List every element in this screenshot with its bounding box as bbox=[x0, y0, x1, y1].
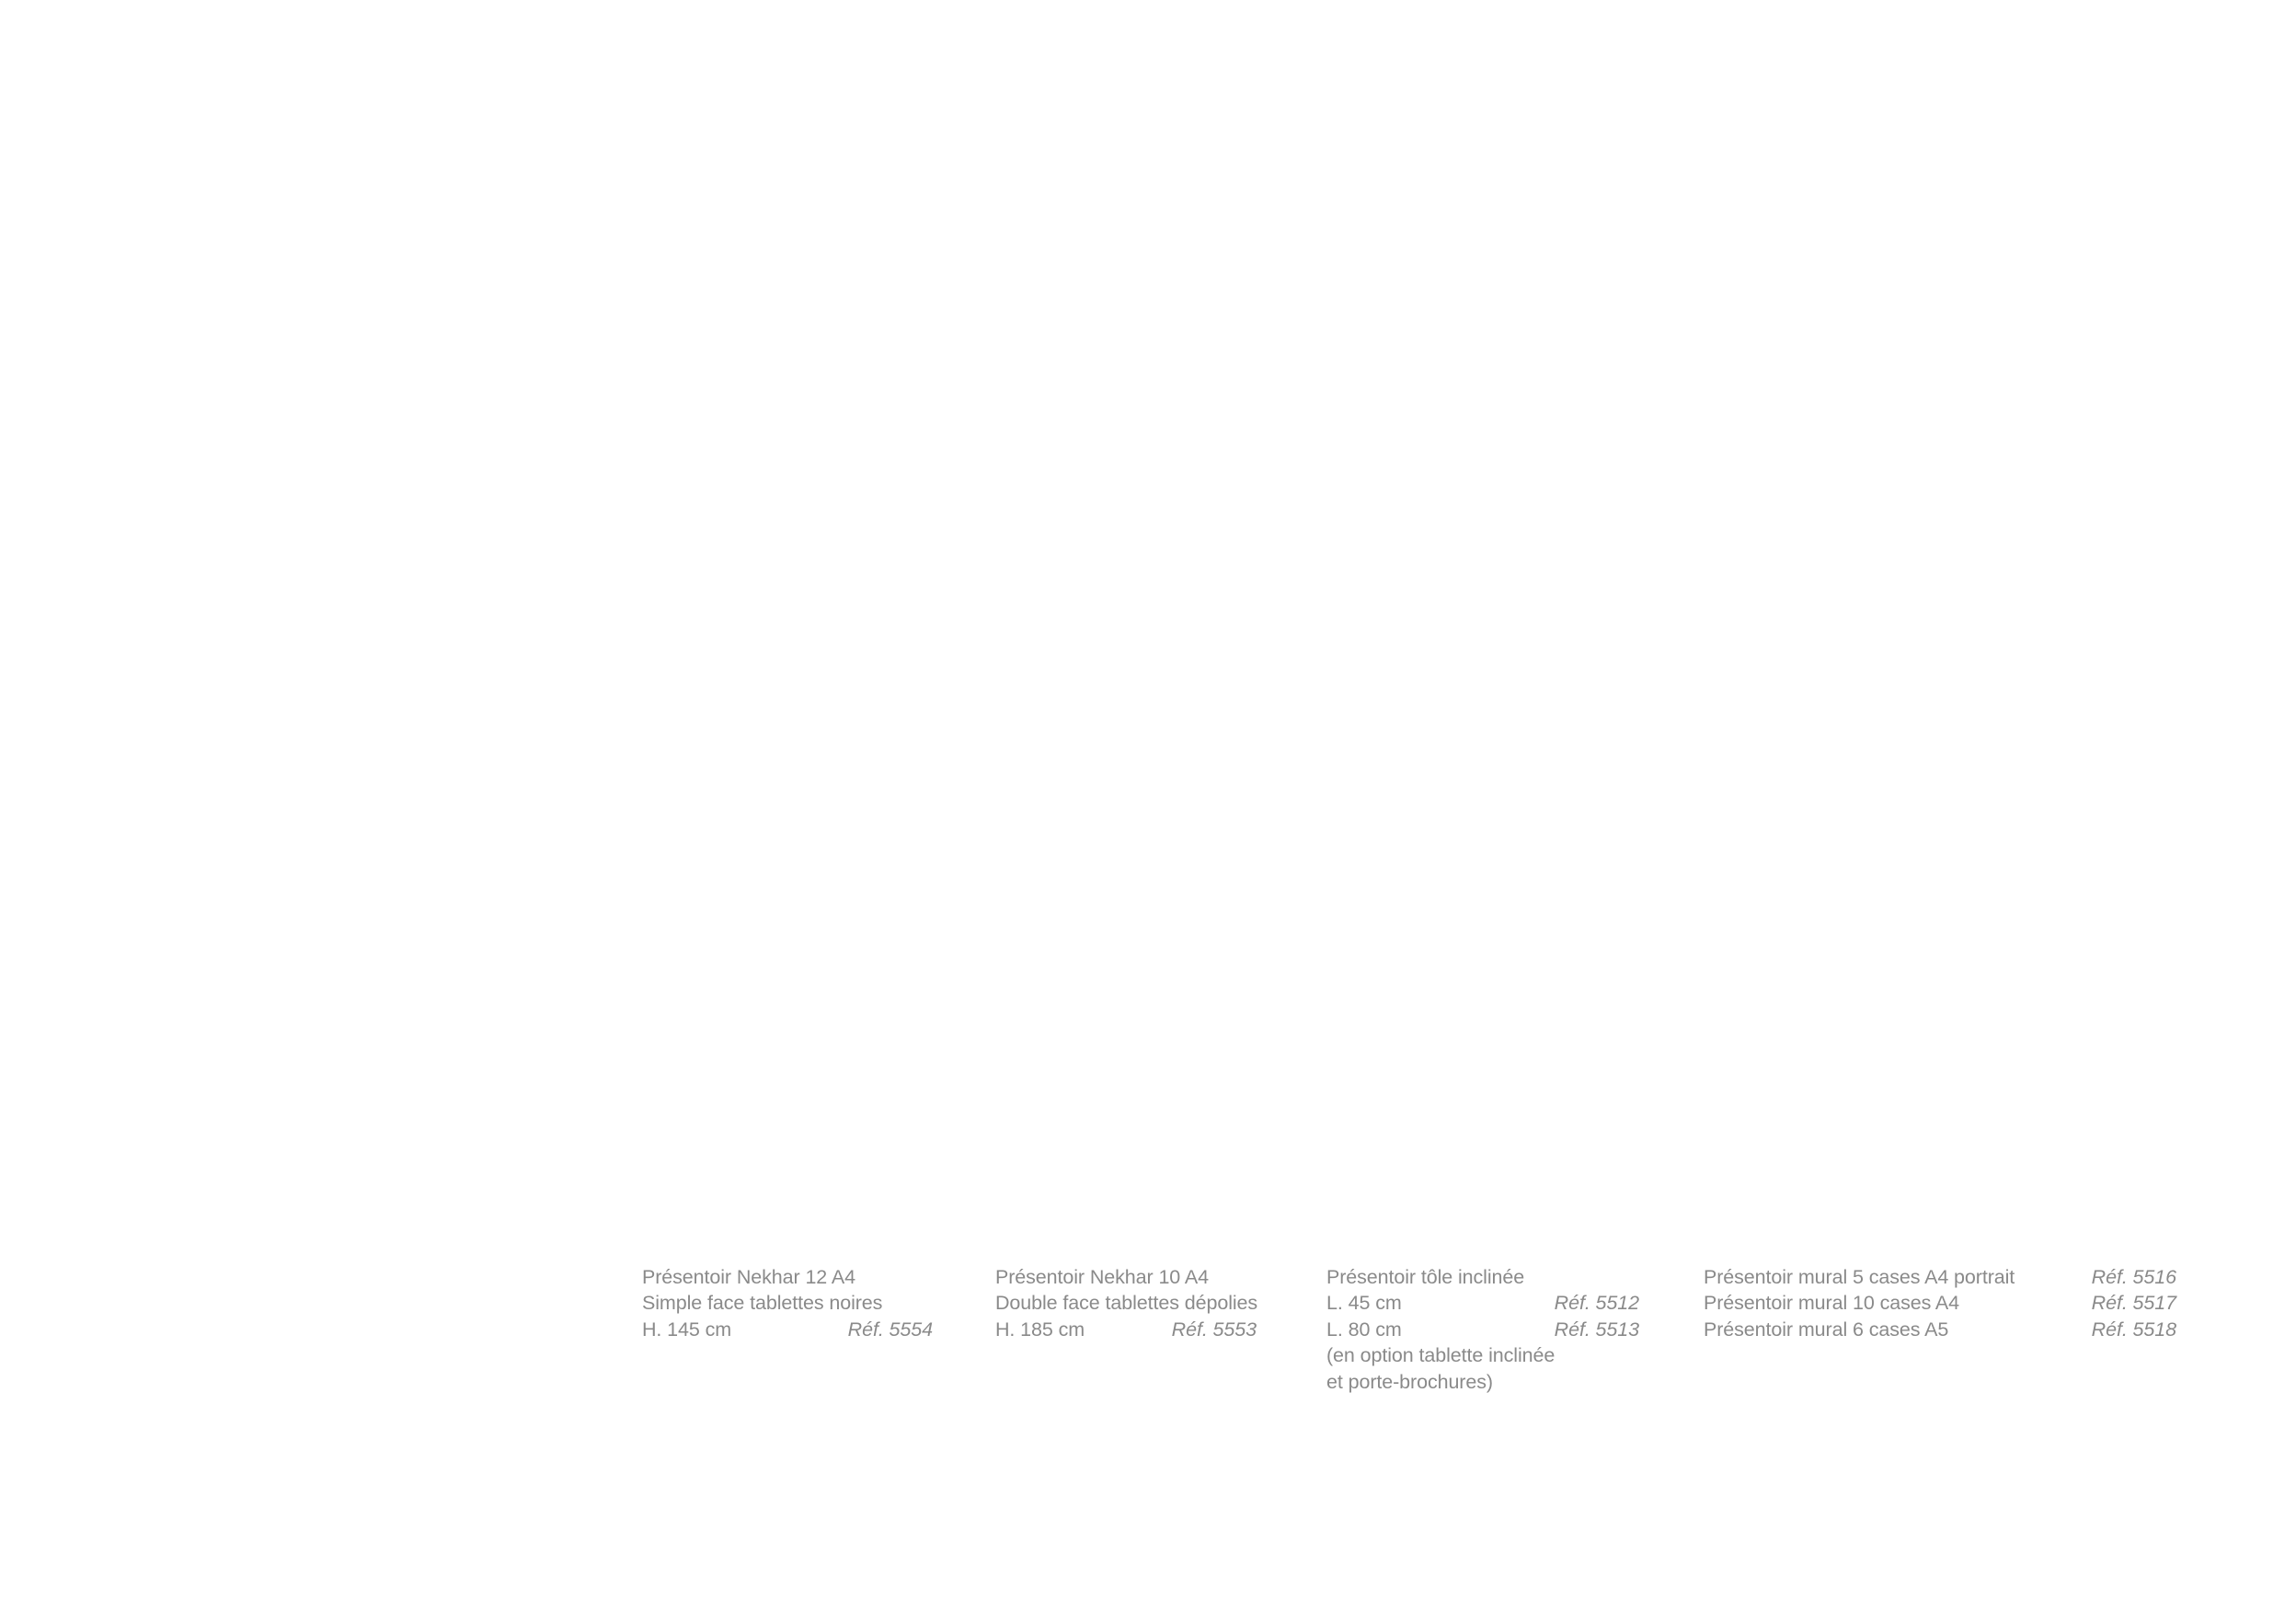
caption-line: Présentoir Nekhar 10 A4 bbox=[995, 1264, 1257, 1290]
caption-line: L. 80 cm Réf. 5513 bbox=[1326, 1317, 1639, 1342]
product-description: Double face tablettes dépolies bbox=[995, 1292, 1258, 1315]
caption-line: Présentoir mural 6 cases A5 Réf. 5518 bbox=[1704, 1317, 2176, 1342]
product-dimension: L. 80 cm bbox=[1326, 1318, 1402, 1341]
product-caption-presentoir-mural: Présentoir mural 5 cases A4 portrait Réf… bbox=[1704, 1264, 2176, 1342]
product-name: Présentoir Nekhar 12 A4 bbox=[642, 1266, 855, 1288]
caption-line: (en option tablette inclinée bbox=[1326, 1342, 1639, 1368]
product-option-note: et porte-brochures) bbox=[1326, 1370, 1493, 1393]
product-ref: Réf. 5516 bbox=[2091, 1266, 2176, 1288]
caption-line: Présentoir tôle inclinée bbox=[1326, 1264, 1639, 1290]
caption-line: Présentoir Nekhar 12 A4 bbox=[642, 1264, 933, 1290]
product-ref: Réf. 5553 bbox=[1171, 1318, 1257, 1341]
product-caption-nekhar-10: Présentoir Nekhar 10 A4 Double face tabl… bbox=[995, 1264, 1257, 1342]
product-dimension: L. 45 cm bbox=[1326, 1292, 1402, 1315]
product-name: Présentoir mural 6 cases A5 bbox=[1704, 1318, 1949, 1341]
caption-line: H. 185 cm Réf. 5553 bbox=[995, 1317, 1257, 1342]
product-option-note: (en option tablette inclinée bbox=[1326, 1344, 1556, 1367]
caption-line: Simple face tablettes noires bbox=[642, 1290, 933, 1316]
product-caption-tole-inclinee: Présentoir tôle inclinée L. 45 cm Réf. 5… bbox=[1326, 1264, 1639, 1395]
product-name: Présentoir mural 10 cases A4 bbox=[1704, 1292, 1960, 1315]
product-caption-nekhar-12: Présentoir Nekhar 12 A4 Simple face tabl… bbox=[642, 1264, 933, 1342]
product-ref: Réf. 5513 bbox=[1554, 1318, 1639, 1341]
caption-line: Double face tablettes dépolies bbox=[995, 1290, 1257, 1316]
caption-line: H. 145 cm Réf. 5554 bbox=[642, 1317, 933, 1342]
caption-line: et porte-brochures) bbox=[1326, 1369, 1639, 1395]
product-name: Présentoir mural 5 cases A4 portrait bbox=[1704, 1266, 2015, 1288]
caption-line: L. 45 cm Réf. 5512 bbox=[1326, 1290, 1639, 1316]
product-dimension: H. 145 cm bbox=[642, 1318, 732, 1341]
product-ref: Réf. 5518 bbox=[2091, 1318, 2176, 1341]
caption-line: Présentoir mural 10 cases A4 Réf. 5517 bbox=[1704, 1290, 2176, 1316]
product-ref: Réf. 5554 bbox=[847, 1318, 933, 1341]
product-ref: Réf. 5512 bbox=[1554, 1292, 1639, 1315]
product-ref: Réf. 5517 bbox=[2091, 1292, 2176, 1315]
product-dimension: H. 185 cm bbox=[995, 1318, 1085, 1341]
caption-line: Présentoir mural 5 cases A4 portrait Réf… bbox=[1704, 1264, 2176, 1290]
product-name: Présentoir tôle inclinée bbox=[1326, 1266, 1525, 1288]
product-description: Simple face tablettes noires bbox=[642, 1292, 883, 1315]
product-name: Présentoir Nekhar 10 A4 bbox=[995, 1266, 1209, 1288]
